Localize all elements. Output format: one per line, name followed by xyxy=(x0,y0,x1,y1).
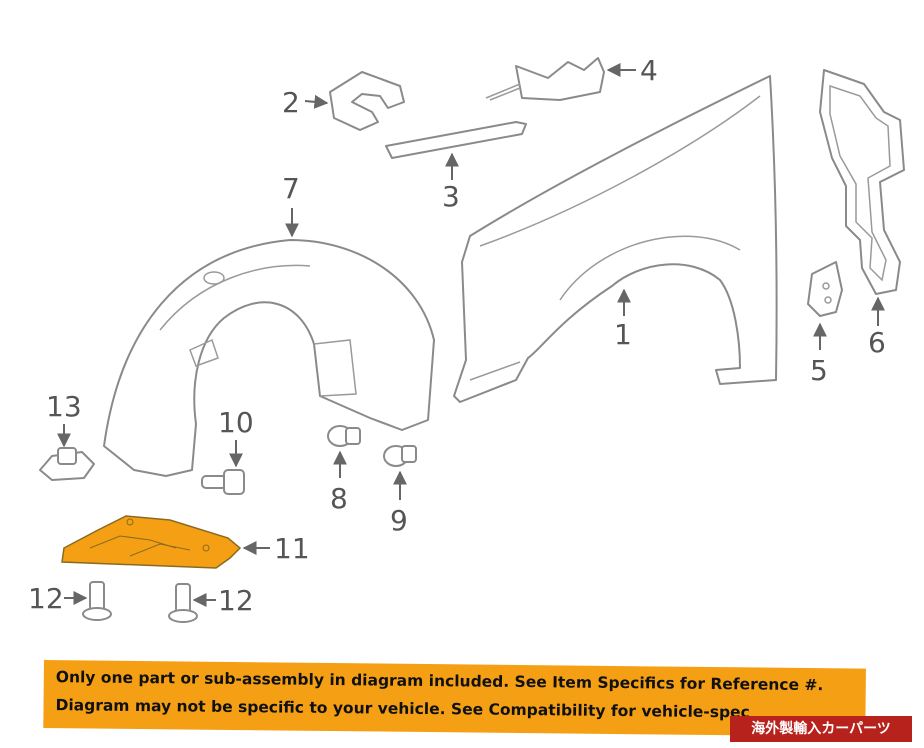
callout-9: 9 xyxy=(390,504,408,537)
disclaimer-line-1: Only one part or sub-assembly in diagram… xyxy=(55,668,824,695)
part-5-bracket xyxy=(807,261,843,317)
disclaimer-line-2: Diagram may not be specific to your vehi… xyxy=(55,696,750,722)
callout-4: 4 xyxy=(640,54,658,87)
callout-10: 10 xyxy=(218,406,254,439)
callout-8: 8 xyxy=(330,482,348,515)
part-11-shield xyxy=(61,515,242,569)
callout-2: 2 xyxy=(282,86,300,119)
callout-3: 3 xyxy=(442,180,460,213)
callout-12-left: 12 xyxy=(28,582,64,615)
part-3-strap xyxy=(385,121,527,159)
callout-5: 5 xyxy=(810,354,828,387)
part-9-pin xyxy=(383,445,417,467)
part-1-fender xyxy=(453,75,778,403)
part-6-seal xyxy=(819,69,905,295)
part-13-nut xyxy=(39,447,95,481)
callout-11: 11 xyxy=(274,532,310,565)
part-7-liner xyxy=(103,239,435,477)
callout-1: 1 xyxy=(614,318,632,351)
part-12-screw-right xyxy=(168,583,198,623)
part-2-clip xyxy=(329,71,405,131)
part-12-screw-left xyxy=(82,581,112,621)
callout-12-right: 12 xyxy=(218,584,254,617)
import-parts-stamp: 海外製輸入カーパーツ xyxy=(730,716,912,742)
part-4-bracket xyxy=(485,57,605,101)
part-10-bolt xyxy=(201,469,245,495)
callout-6: 6 xyxy=(868,326,886,359)
part-8-pin xyxy=(327,425,361,447)
callout-13: 13 xyxy=(46,390,82,423)
callout-7: 7 xyxy=(282,172,300,205)
